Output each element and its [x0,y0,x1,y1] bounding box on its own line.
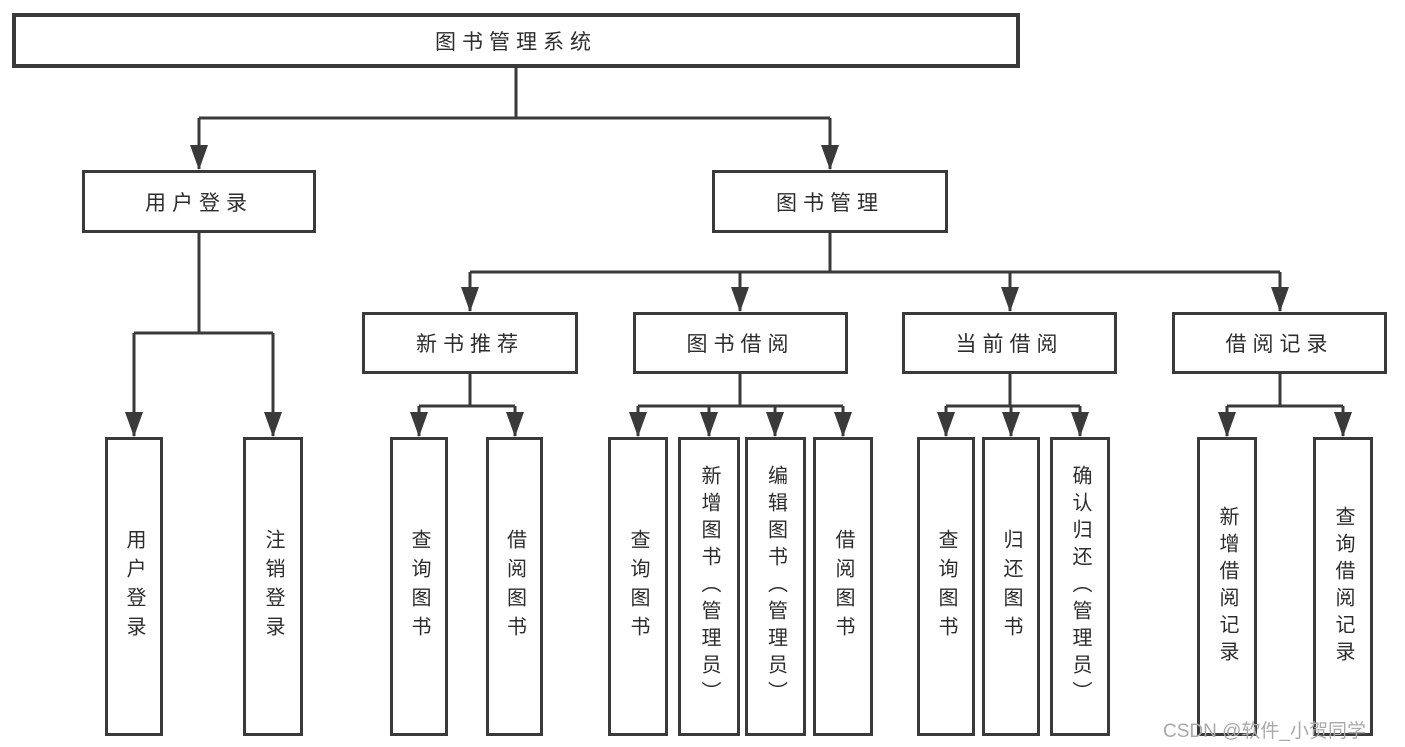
node-book-borrowing: 图书借阅 [633,312,848,374]
leaf-bb-borrow-books: 借阅图书 [813,437,873,736]
node-book-management: 图书管理 [712,170,948,233]
leaf-cb-return-books: 归还图书 [982,437,1040,736]
leaf-bb-edit-books-admin: 编辑图书（管理员） [745,437,806,736]
leaf-bb-query-books: 查询图书 [608,437,668,736]
leaf-bb-add-books-admin: 新增图书（管理员） [678,437,740,736]
leaf-nb-query-books: 查询图书 [390,437,448,736]
csdn-watermark: CSDN @软件_小贺同学 [1163,721,1366,742]
node-new-book-recommendation: 新书推荐 [362,312,578,374]
node-library-management-system: 图书管理系统 [12,13,1020,68]
leaf-cb-confirm-return-admin: 确认归还（管理员） [1050,437,1110,736]
node-user-login: 用户登录 [82,170,316,233]
node-borrowing-records: 借阅记录 [1172,312,1387,374]
leaf-nb-borrow-books: 借阅图书 [486,437,543,736]
leaf-user-login: 用户登录 [105,437,163,736]
leaf-cb-query-books: 查询图书 [917,437,975,736]
leaf-br-query-record: 查询借阅记录 [1313,437,1373,736]
leaf-logout: 注销登录 [243,437,303,736]
leaf-br-add-record: 新增借阅记录 [1197,437,1257,736]
node-current-borrowing: 当前借阅 [902,312,1117,374]
